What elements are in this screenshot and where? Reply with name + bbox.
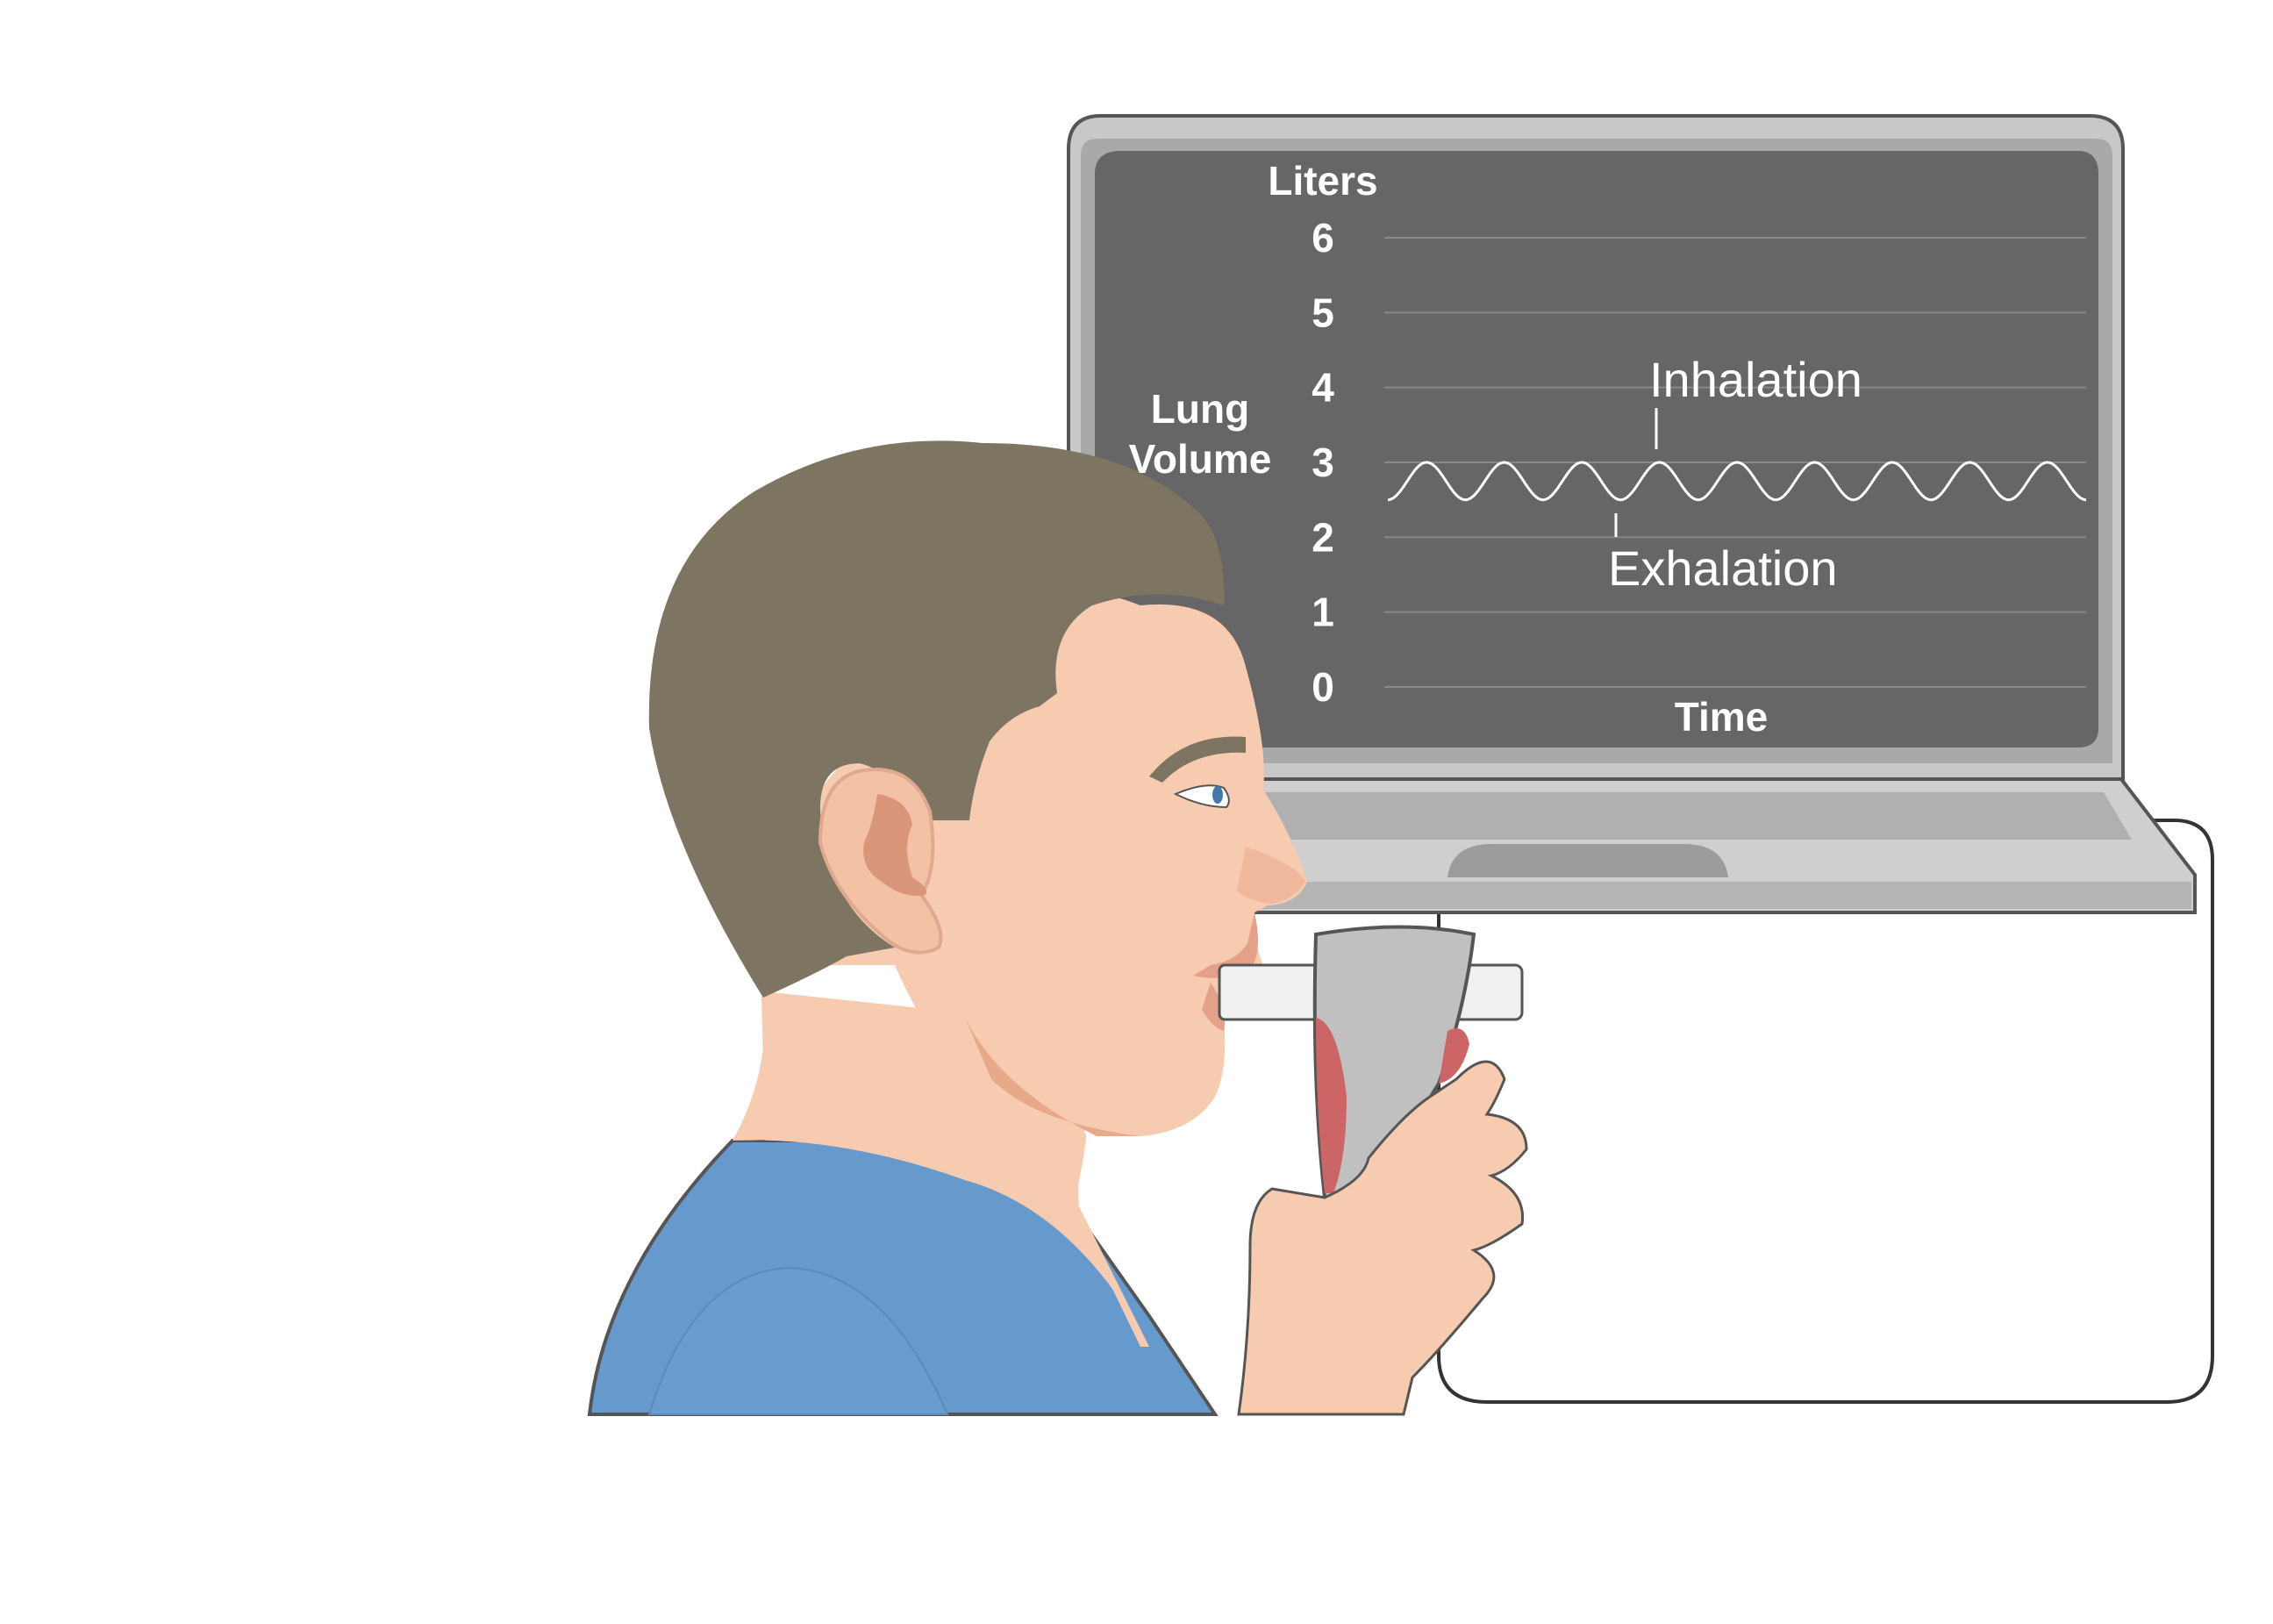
desk <box>1437 819 2214 1404</box>
laptop <box>1051 114 2197 914</box>
y-axis-title-line2: Volume <box>1129 436 1272 482</box>
y-unit-label: Liters <box>1268 158 1377 204</box>
hand <box>1237 1060 1528 1416</box>
spirometer <box>1218 925 1528 1416</box>
y-tick-label: 4 <box>1312 365 1334 411</box>
y-tick-labels: 6 5 4 3 2 1 0 <box>1312 215 1334 710</box>
y-axis-title-line1: Lung <box>1151 386 1249 432</box>
y-tick-label: 6 <box>1312 215 1334 261</box>
x-axis-label: Time <box>1675 694 1769 740</box>
hair <box>648 440 1225 998</box>
y-tick-label: 3 <box>1312 440 1334 485</box>
patient <box>587 440 1307 1416</box>
lung-volume-graph: 6 5 4 3 2 1 0 Liters Lung Volume Time Inhalati… <box>1129 158 2087 740</box>
nose <box>1237 847 1305 904</box>
inhalation-label: Inhalation <box>1649 352 1862 407</box>
breathing-trace <box>1387 461 2087 502</box>
eyebrow <box>1149 736 1246 783</box>
y-tick-label: 5 <box>1312 290 1334 335</box>
spirometer-body <box>1312 925 1476 1199</box>
y-tick-label: 1 <box>1312 590 1334 635</box>
y-tick-label: 2 <box>1312 514 1334 560</box>
y-tick-label: 0 <box>1312 664 1334 710</box>
exhalation-label: Exhalation <box>1608 540 1838 596</box>
trackpad <box>1447 844 1728 877</box>
monitor-screen <box>1095 151 2098 748</box>
lips <box>1193 912 1258 978</box>
mouthpiece <box>1218 963 1322 1021</box>
